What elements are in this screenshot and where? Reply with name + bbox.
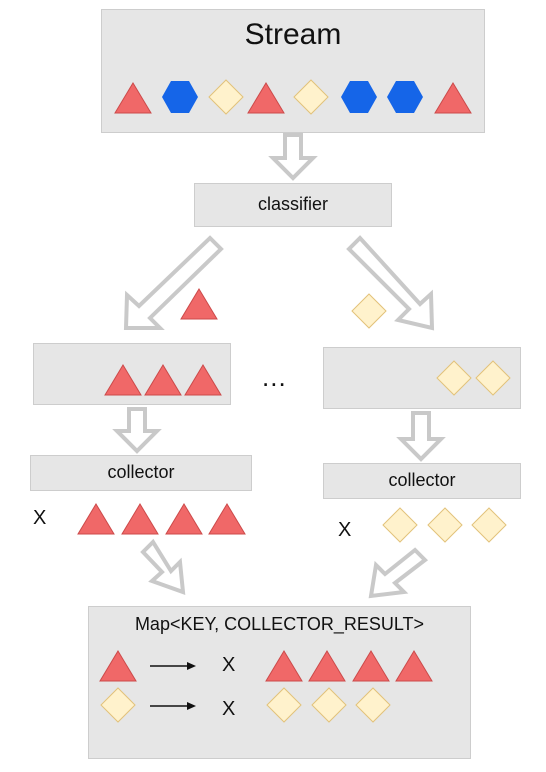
map-value-diamond-icon: [311, 687, 347, 723]
stream-box: [101, 9, 485, 133]
arrow-down-icon: [112, 407, 162, 454]
classifier-label: classifier: [257, 194, 328, 214]
map-value-diamond-icon: [355, 687, 391, 723]
map-box: [88, 606, 471, 759]
times-left: X: [33, 507, 47, 529]
times-map-2: X: [222, 698, 236, 720]
group-triangle-icon: [184, 364, 222, 396]
map-arrow-icon: [150, 702, 196, 710]
stream-diamond-icon: [293, 79, 329, 115]
times-right: X: [338, 519, 352, 541]
result-diamond-icon: [382, 507, 418, 543]
collector-box-right: [323, 463, 521, 499]
result-diamond-icon: [427, 507, 463, 543]
arrow-down-icon: [268, 133, 318, 181]
map-value-diamond-icon: [266, 687, 302, 723]
group-triangle-icon: [104, 364, 142, 396]
group-triangle-icon: [144, 364, 182, 396]
group-diamond-icon: [475, 360, 511, 396]
map-value-triangle-icon: [308, 650, 346, 682]
arrow-diagonal-right-icon: [346, 235, 435, 331]
map-value-triangle-icon: [352, 650, 390, 682]
stream-title: Stream: [244, 18, 342, 51]
ellipsis: ...: [262, 362, 287, 392]
stream-diamond-icon: [208, 79, 244, 115]
collector-right-label: collector: [388, 470, 456, 490]
arrow-down-icon: [396, 411, 446, 462]
collector-box-left: [30, 455, 252, 491]
arrow-diagonal-down-left-icon: [368, 547, 429, 599]
arrow-diagonal-down-right-icon: [140, 538, 186, 595]
stream-triangle-icon: [114, 82, 152, 114]
times-map-1: X: [222, 654, 236, 676]
classifier-box: [194, 183, 392, 227]
classified-diamond-icon: [351, 293, 387, 329]
stream-hexagon-icon: [387, 81, 423, 113]
collector-left-label: collector: [107, 462, 175, 482]
stream-triangle-icon: [247, 82, 285, 114]
result-triangle-icon: [121, 503, 159, 535]
result-diamond-icon: [471, 507, 507, 543]
map-value-triangle-icon: [265, 650, 303, 682]
stream-hexagon-icon: [162, 81, 198, 113]
arrow-diagonal-left-icon: [123, 235, 224, 330]
classified-triangle-icon: [180, 288, 218, 320]
stream-triangle-icon: [434, 82, 472, 114]
result-triangle-icon: [165, 503, 203, 535]
map-value-triangle-icon: [395, 650, 433, 682]
map-key-triangle-icon: [99, 650, 137, 682]
result-triangle-icon: [208, 503, 246, 535]
stream-hexagon-icon: [341, 81, 377, 113]
map-key-diamond-icon: [100, 687, 136, 723]
group-diamond-icon: [436, 360, 472, 396]
map-title: Map<KEY, COLLECTOR_RESULT>: [134, 614, 425, 634]
map-arrow-icon: [150, 662, 196, 670]
result-triangle-icon: [77, 503, 115, 535]
